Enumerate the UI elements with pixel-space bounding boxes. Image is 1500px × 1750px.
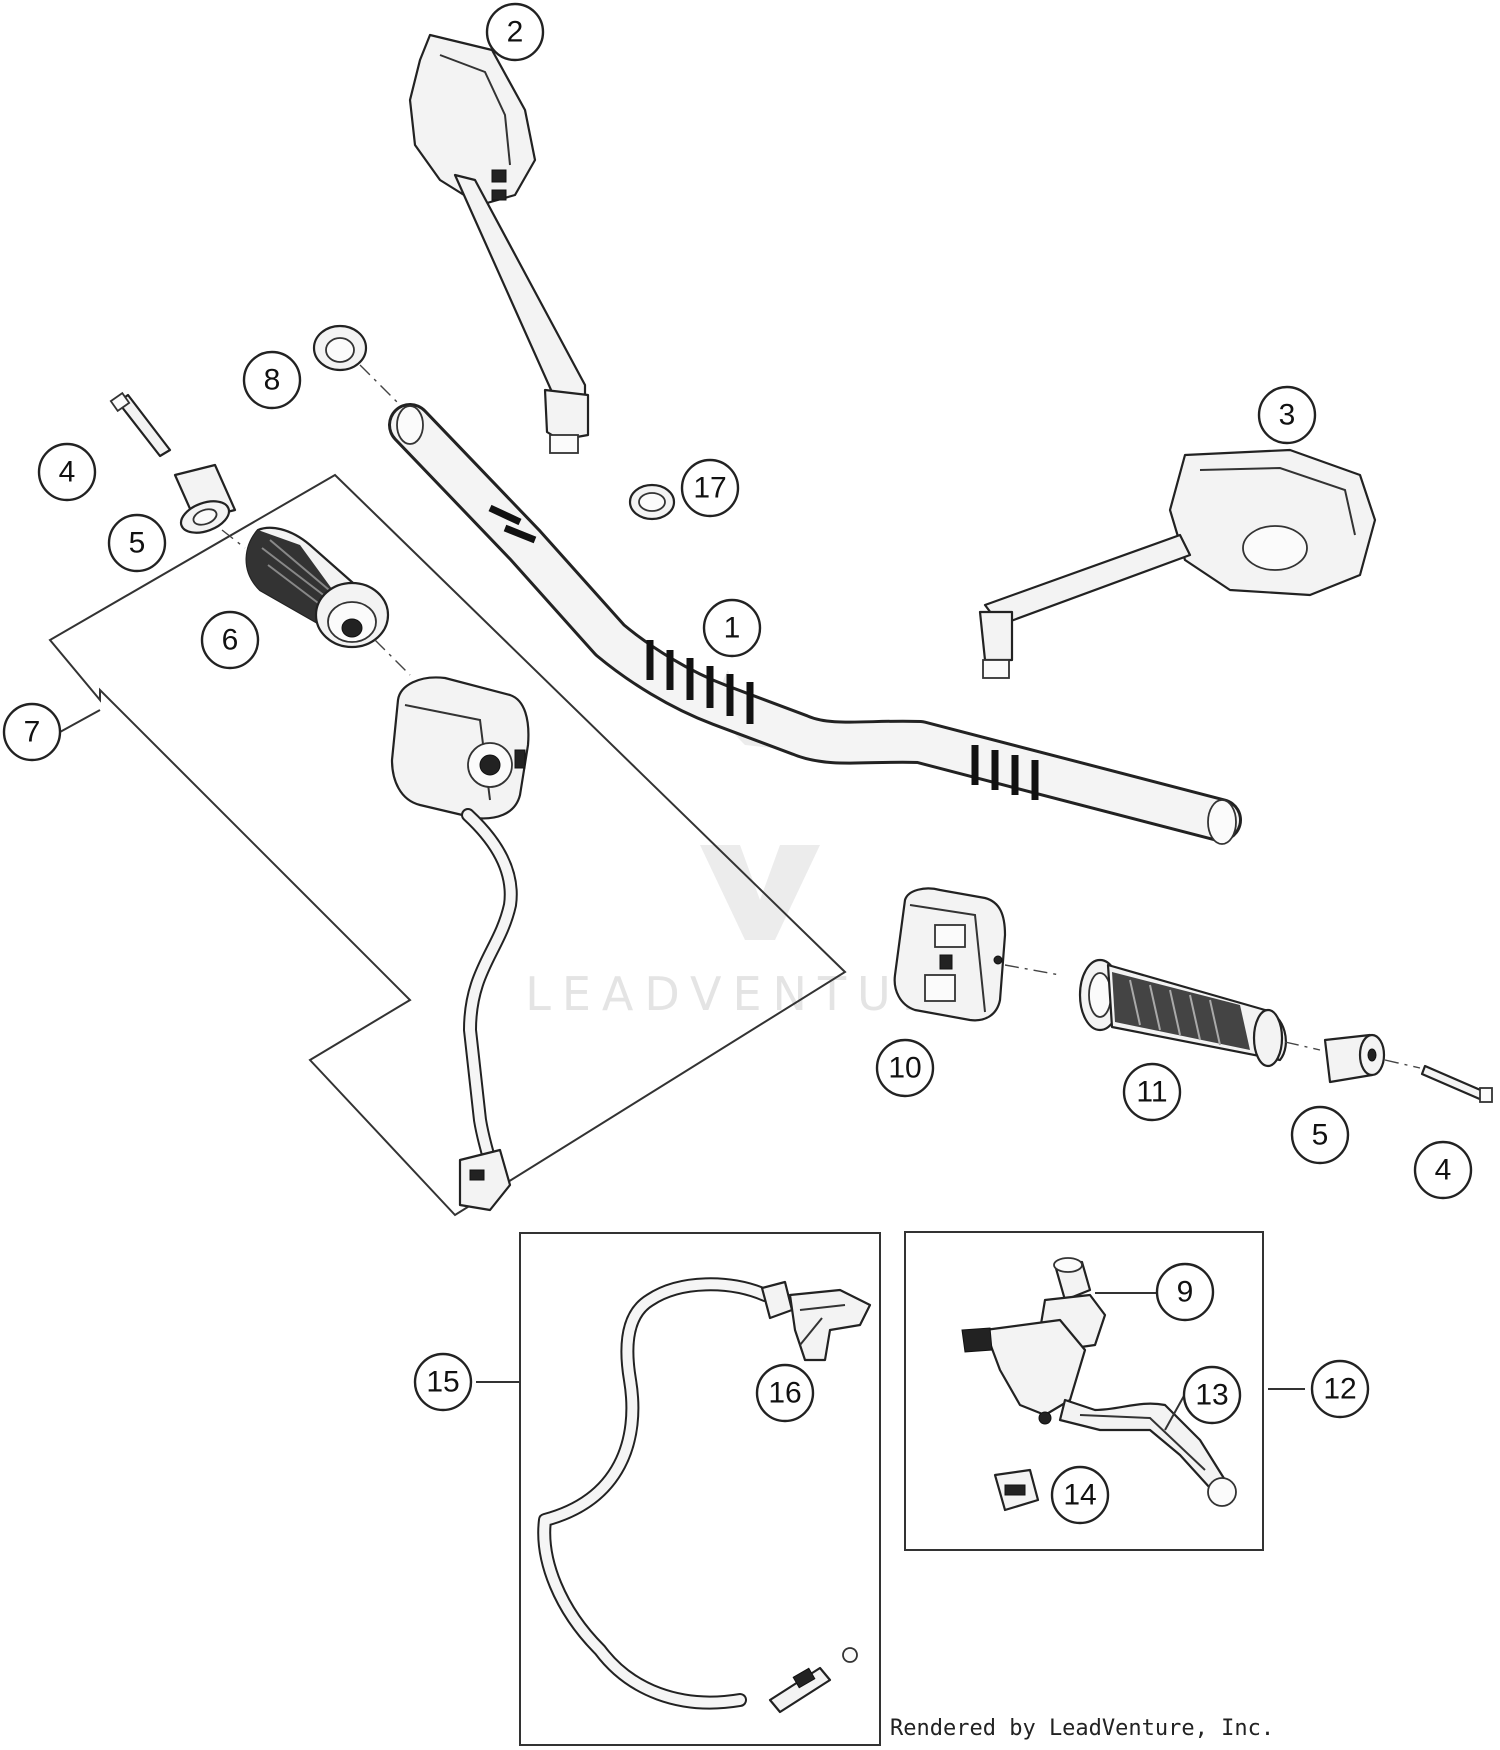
- part-bolt-left: [109, 391, 172, 458]
- callout-10: 10: [875, 1038, 935, 1098]
- kit-frame-15: [519, 1232, 881, 1746]
- callout-5-left: 5: [107, 513, 167, 573]
- part-handlebar: [388, 403, 1242, 845]
- part-left-switch: [390, 676, 530, 1212]
- callout-16: 16: [755, 1363, 815, 1423]
- svg-text:13: 13: [1195, 1379, 1228, 1412]
- part-right-switch: [893, 887, 1007, 1022]
- callout-14: 14: [1050, 1465, 1110, 1525]
- part-grip-left: [245, 526, 390, 649]
- kit-frame-12: [904, 1231, 1264, 1551]
- callout-2: 2: [485, 2, 545, 62]
- part-clutch-cable: [537, 1277, 858, 1714]
- part-right-mirror: [978, 448, 1377, 679]
- svg-text:15: 15: [426, 1366, 459, 1399]
- callout-7: 7: [2, 702, 62, 762]
- svg-text:8: 8: [264, 364, 281, 397]
- axis-line: [1284, 1041, 1321, 1051]
- callout-17: 17: [680, 458, 740, 518]
- part-cable-bracket: [788, 1288, 872, 1362]
- callout-15: 15: [413, 1352, 473, 1412]
- svg-text:1: 1: [724, 612, 741, 645]
- callout-9: 9: [1155, 1262, 1215, 1322]
- callout-12: 12: [1310, 1359, 1370, 1419]
- axis-line: [374, 639, 411, 676]
- svg-text:11: 11: [1136, 1076, 1167, 1109]
- svg-text:9: 9: [1177, 1276, 1194, 1309]
- svg-text:4: 4: [1435, 1154, 1452, 1187]
- part-bar-end-plug: [312, 324, 368, 372]
- kit-frame-7: [48, 473, 847, 1217]
- svg-text:2: 2: [507, 16, 524, 49]
- render-credit: Rendered by LeadVenture, Inc.: [890, 1716, 1274, 1741]
- svg-text:3: 3: [1279, 399, 1296, 432]
- part-bolt-right: [1420, 1064, 1493, 1103]
- part-clutch-switch: [993, 1468, 1040, 1512]
- callout-5-right: 5: [1290, 1105, 1350, 1165]
- axis-line: [221, 529, 246, 549]
- leader-lines: [59, 709, 1305, 1431]
- part-clutch-lever: [961, 1257, 1237, 1507]
- axis-line: [1004, 964, 1061, 976]
- svg-text:5: 5: [1312, 1119, 1329, 1152]
- svg-text:16: 16: [768, 1377, 801, 1410]
- callout-11: 11: [1122, 1062, 1182, 1122]
- part-grip-right: [1078, 958, 1287, 1068]
- svg-text:17: 17: [693, 472, 726, 505]
- svg-text:6: 6: [222, 624, 239, 657]
- svg-text:12: 12: [1323, 1373, 1356, 1406]
- callout-6: 6: [200, 610, 260, 670]
- part-ring: [628, 483, 676, 521]
- axis-line: [359, 364, 406, 411]
- svg-text:7: 7: [24, 716, 41, 749]
- axis-line: [1384, 1059, 1421, 1069]
- part-bar-end-weight-left: [173, 463, 237, 534]
- svg-text:14: 14: [1063, 1479, 1096, 1512]
- svg-text:10: 10: [888, 1052, 921, 1085]
- callout-8: 8: [242, 350, 302, 410]
- part-left-mirror: [408, 33, 590, 454]
- callout-13: 13: [1182, 1365, 1242, 1425]
- callout-4-left: 4: [37, 442, 97, 502]
- callout-3: 3: [1257, 385, 1317, 445]
- part-bar-end-weight-right: [1323, 1033, 1386, 1084]
- svg-text:5: 5: [129, 527, 146, 560]
- callout-1: 1: [702, 598, 762, 658]
- callout-4-right: 4: [1413, 1140, 1473, 1200]
- svg-text:4: 4: [59, 456, 76, 489]
